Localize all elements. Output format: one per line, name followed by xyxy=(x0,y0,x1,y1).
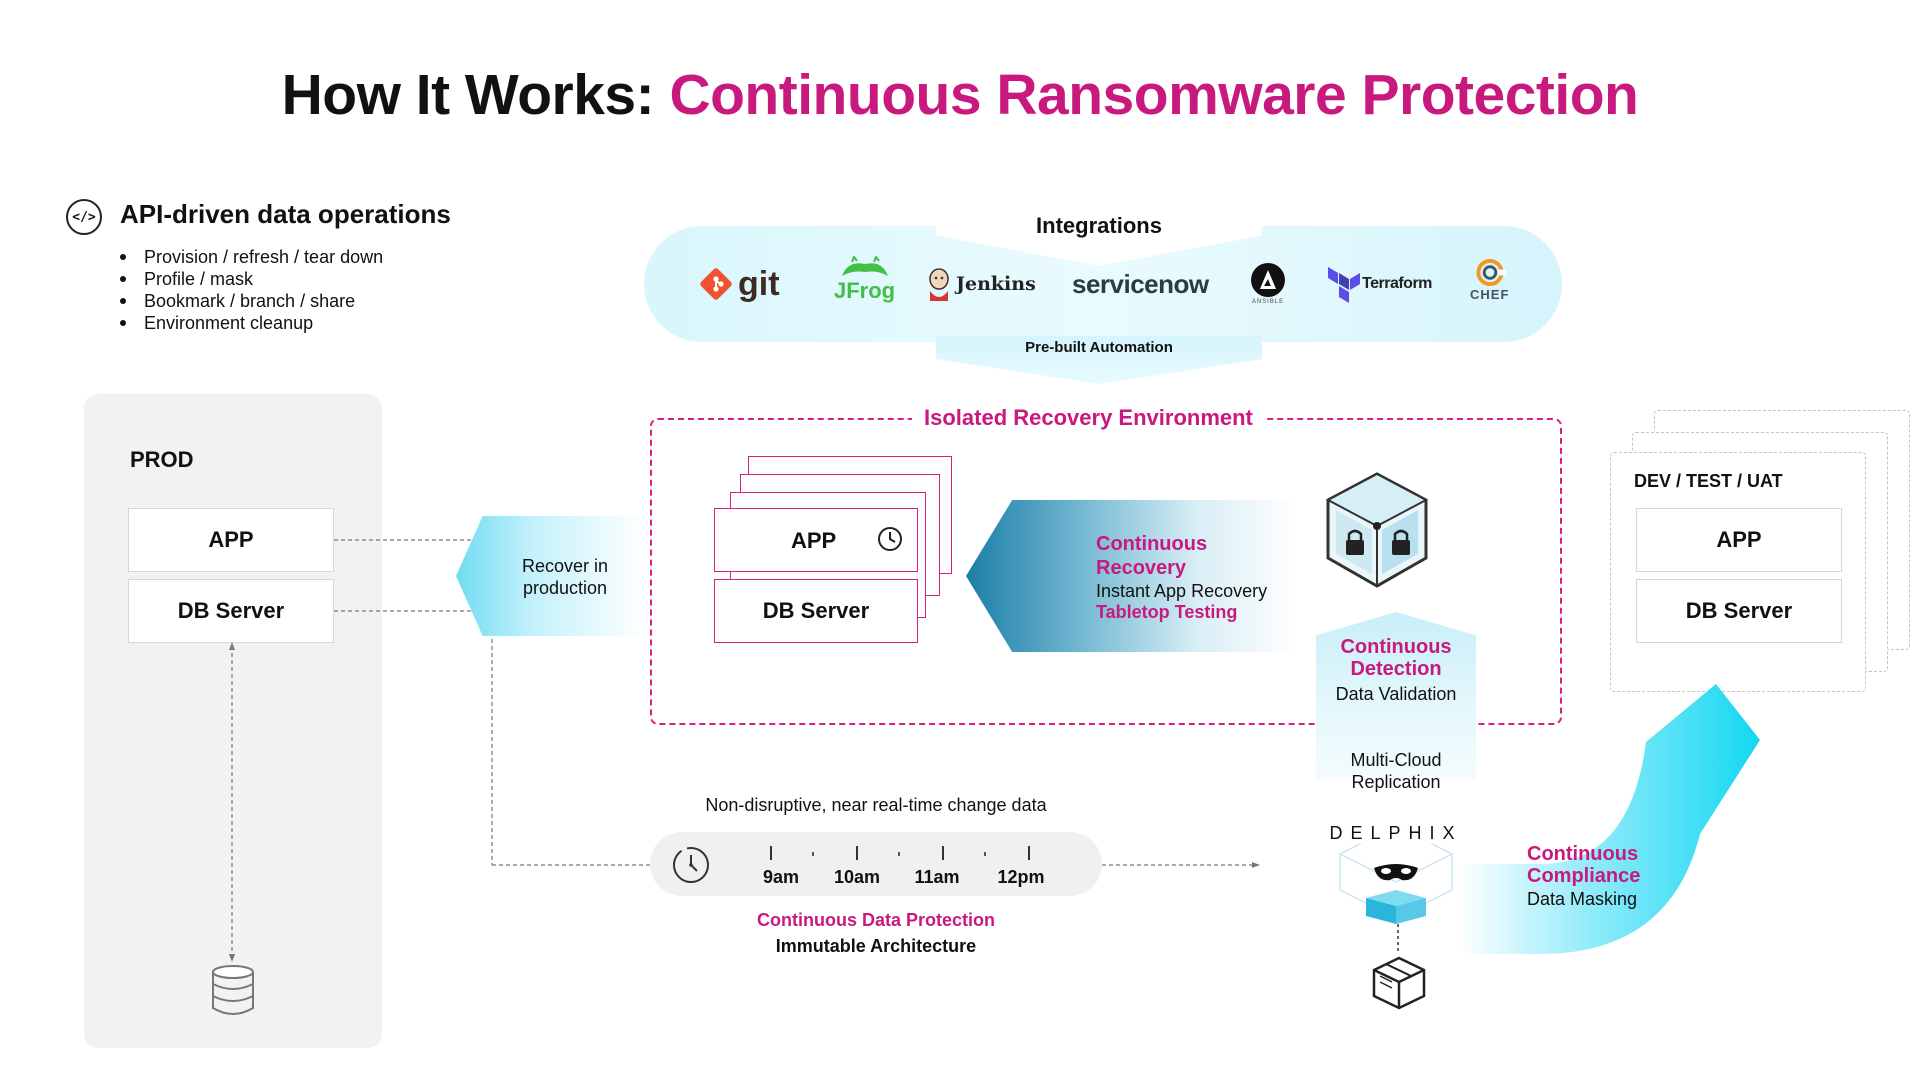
timeline-minor-tick xyxy=(812,852,814,856)
terraform-logo-text: Terraform xyxy=(1362,275,1432,292)
data-masking-label: Data Masking xyxy=(1527,889,1638,909)
database-icon xyxy=(212,965,254,1015)
timeline-pill xyxy=(650,832,1102,896)
prod-app-box: APP xyxy=(128,508,334,572)
servicenow-logo-text: servicenow xyxy=(1072,268,1209,299)
api-list: Provision / refresh / tear down Profile … xyxy=(118,246,383,334)
clock-dashed-icon xyxy=(673,847,709,883)
jenkins-logo-icon: Jenkins xyxy=(926,262,1036,306)
tick-label-9am: 9am xyxy=(762,867,800,887)
ansible-logo-icon: ANSIBLE xyxy=(1250,262,1286,306)
prebuilt-automation-label: Pre-built Automation xyxy=(1025,339,1173,356)
clock-icon xyxy=(878,527,902,551)
api-title: API-driven data operations xyxy=(120,199,451,229)
git-diamond-icon xyxy=(700,268,732,300)
terraform-logo-icon: Terraform xyxy=(1326,262,1432,306)
detection-band xyxy=(1316,612,1476,780)
tick-label-12pm: 12pm xyxy=(997,867,1045,887)
immutable-architecture-label: Immutable Architecture xyxy=(775,936,977,956)
ire-app-box: APP xyxy=(714,508,918,572)
timeline-caption: Non-disruptive, near real-time change da… xyxy=(705,795,1047,815)
title-accent: Continuous Ransomware Protection xyxy=(669,63,1639,127)
recover-arrow xyxy=(456,516,646,636)
servicenow-logo-icon: servicenow xyxy=(1072,262,1209,306)
isolated-recovery-label: Isolated Recovery Environment xyxy=(912,405,1265,431)
jfrog-frog-icon xyxy=(841,256,888,276)
integrations-label: Integrations xyxy=(1036,213,1162,238)
continuous-recovery-title: Continuous Recovery xyxy=(1096,533,1208,579)
multicloud-replication-label: Multi-Cloud Replication xyxy=(1350,750,1442,792)
jenkins-logo-text: Jenkins xyxy=(956,273,1036,295)
compliance-arc-arrow xyxy=(1460,684,1760,954)
code-brackets-icon: </> xyxy=(66,199,102,235)
continuous-compliance-title: Continuous Compliance xyxy=(1527,843,1641,887)
timeline-tick xyxy=(856,846,858,860)
tick-label-10am: 10am xyxy=(833,867,881,887)
delphix-wordmark: DELPHIX xyxy=(1316,823,1476,844)
timeline-minor-tick xyxy=(984,852,986,856)
continuous-recovery-arrow xyxy=(966,500,1296,652)
chef-logo-icon: CHEF xyxy=(1470,258,1509,302)
tick-label-11am: 11am xyxy=(914,867,960,887)
dev-db-box: DB Server xyxy=(1636,579,1842,643)
dev-label: DEV / TEST / UAT xyxy=(1634,471,1783,491)
prod-db-box: DB Server xyxy=(128,579,334,643)
instant-app-recovery-label: Instant App Recovery xyxy=(1096,581,1268,601)
git-logo-icon: git xyxy=(698,262,780,306)
continuous-data-protection-label: Continuous Data Protection xyxy=(757,910,995,930)
list-item: Bookmark / branch / share xyxy=(118,290,383,312)
timeline-tick xyxy=(942,846,944,860)
list-item: Environment cleanup xyxy=(118,312,383,334)
timeline-tick xyxy=(1028,846,1030,860)
chef-c-icon xyxy=(1476,258,1507,287)
dev-panel xyxy=(1610,452,1866,692)
timeline-minor-tick xyxy=(898,852,900,856)
chef-logo-text: CHEF xyxy=(1470,287,1510,302)
page-title: How It Works: Continuous Ransomware Prot… xyxy=(0,62,1920,128)
git-logo-text: git xyxy=(738,264,780,303)
ansible-logo-text: ANSIBLE xyxy=(1251,299,1285,305)
list-item: Provision / refresh / tear down xyxy=(118,246,383,268)
ire-app-label: APP xyxy=(791,528,837,553)
masked-cube-icon xyxy=(1338,825,1454,924)
ansible-circle-icon xyxy=(1251,263,1285,297)
data-validation-label: Data Validation xyxy=(1335,684,1457,704)
prod-panel xyxy=(84,394,382,1048)
jenkins-butler-icon xyxy=(929,268,949,301)
continuous-detection-title: Continuous Detection xyxy=(1340,636,1452,680)
prod-label: PROD xyxy=(130,447,194,472)
dev-app-box: APP xyxy=(1636,508,1842,572)
tabletop-testing-label: Tabletop Testing xyxy=(1096,602,1238,622)
ire-db-box: DB Server xyxy=(714,579,918,643)
recover-label: Recover in production xyxy=(521,556,609,598)
list-item: Profile / mask xyxy=(118,268,383,290)
jfrog-logo-icon: JFrog xyxy=(834,256,896,303)
timeline-tick xyxy=(770,846,772,860)
locked-cube-icon xyxy=(1325,472,1429,588)
jfrog-logo-text: JFrog xyxy=(834,278,896,303)
terraform-blocks-icon xyxy=(1328,267,1360,303)
title-prefix: How It Works: xyxy=(281,63,655,127)
box-icon xyxy=(1372,956,1426,1010)
